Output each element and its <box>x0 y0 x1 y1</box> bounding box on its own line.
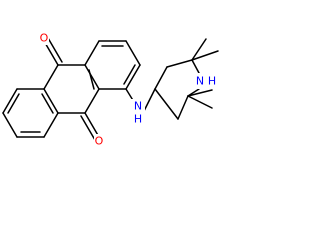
bond <box>125 40 141 66</box>
nitrogen-label: N <box>196 75 204 88</box>
amine-nitrogen-atom: N H <box>131 99 145 126</box>
bond <box>43 64 59 90</box>
hydrogen-label: H <box>134 113 142 126</box>
ring-nitrogen-atom: N H <box>194 73 218 89</box>
bond <box>166 59 193 68</box>
bond <box>84 88 100 114</box>
bond <box>7 93 20 114</box>
bond <box>125 64 141 90</box>
bonds <box>2 37 219 141</box>
bond <box>154 88 179 120</box>
oxygen-atom: O <box>94 134 104 148</box>
bond <box>191 50 219 61</box>
bond <box>187 89 213 97</box>
bond <box>84 64 100 90</box>
bond <box>187 95 213 109</box>
atom-labels: O O N H N H <box>39 31 218 148</box>
bond <box>123 64 136 85</box>
oxygen-atom: O <box>39 31 49 45</box>
oxygen-label: O <box>40 32 49 45</box>
bond <box>47 37 63 63</box>
bond <box>177 95 189 120</box>
nitrogen-label: N <box>134 100 142 113</box>
bond <box>43 112 59 138</box>
bond <box>43 88 59 114</box>
bond <box>143 88 156 112</box>
oxygen-label: O <box>95 135 104 148</box>
molecule-structure: O O N H N H <box>2 31 219 148</box>
bond <box>84 112 100 138</box>
bond <box>2 112 18 138</box>
bond <box>191 59 200 74</box>
hydrogen-label: H <box>208 75 216 88</box>
bond <box>88 69 95 90</box>
bond <box>80 115 96 141</box>
bond <box>84 40 100 66</box>
bond <box>41 93 54 114</box>
bond <box>2 88 18 114</box>
bond <box>154 66 168 90</box>
bond <box>191 38 207 61</box>
